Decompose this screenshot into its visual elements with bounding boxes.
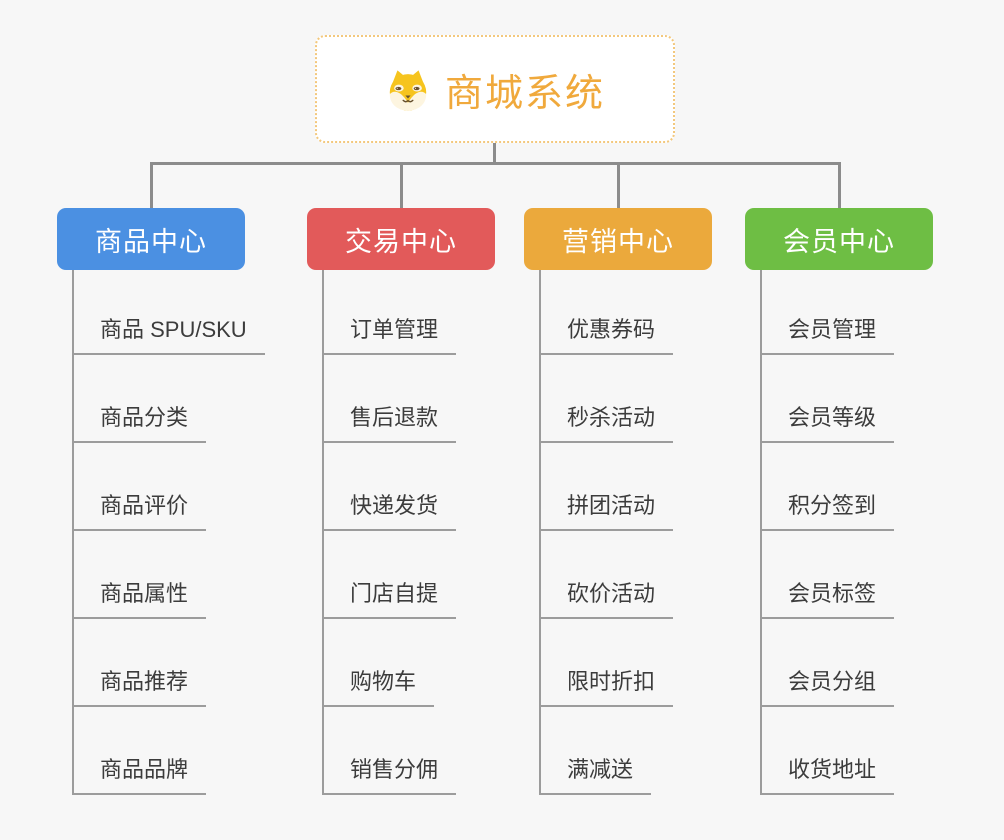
branch-leaves-3: 优惠券码秒杀活动拼团活动砍价活动限时折扣满减送 [539, 270, 674, 795]
leaf-node-label[interactable]: 商品属性 [72, 576, 207, 619]
leaf-node-label[interactable]: 会员分组 [760, 664, 895, 707]
branch-leaves-2: 订单管理售后退款快递发货门店自提购物车销售分佣 [322, 270, 457, 795]
leaf-node-label[interactable]: 收货地址 [760, 752, 895, 795]
connector-root-stub [493, 143, 496, 162]
leaf-node: 售后退款 [322, 355, 457, 443]
leaf-node: 满减送 [539, 707, 673, 795]
shiba-dog-icon [389, 69, 427, 111]
leaf-node-label[interactable]: 积分签到 [760, 488, 895, 531]
leaf-node-label[interactable]: 销售分佣 [322, 752, 457, 795]
leaf-node-label[interactable]: 拼团活动 [539, 488, 674, 531]
leaf-node-label[interactable]: 会员等级 [760, 400, 895, 443]
leaf-node-label[interactable]: 商品 SPU/SKU [72, 312, 265, 355]
leaf-node: 门店自提 [322, 531, 457, 619]
branch-header-4[interactable]: 会员中心 [745, 208, 933, 270]
leaf-node: 积分签到 [760, 443, 895, 531]
branch-header-1[interactable]: 商品中心 [57, 208, 245, 270]
leaf-node: 优惠券码 [539, 270, 674, 355]
leaf-node-label[interactable]: 售后退款 [322, 400, 457, 443]
leaf-node-label[interactable]: 限时折扣 [539, 664, 674, 707]
leaf-node: 砍价活动 [539, 531, 674, 619]
leaf-node: 会员管理 [760, 270, 895, 355]
leaf-node-label[interactable]: 购物车 [322, 664, 435, 707]
connector-branch-stub [150, 162, 153, 208]
leaf-node-label[interactable]: 砍价活动 [539, 576, 674, 619]
leaf-node: 快递发货 [322, 443, 457, 531]
connector-horizontal-spine [150, 162, 841, 165]
leaf-node: 购物车 [322, 619, 456, 707]
leaf-node-label[interactable]: 商品评价 [72, 488, 207, 531]
leaf-node: 商品分类 [72, 355, 265, 443]
leaf-node-label[interactable]: 满减送 [539, 752, 652, 795]
leaf-node-label[interactable]: 会员标签 [760, 576, 895, 619]
leaf-node: 秒杀活动 [539, 355, 674, 443]
branch-header-3[interactable]: 营销中心 [524, 208, 712, 270]
leaf-node: 会员等级 [760, 355, 895, 443]
leaf-node-label[interactable]: 会员管理 [760, 312, 895, 355]
leaf-node: 商品品牌 [72, 707, 265, 795]
branch-leaves-4: 会员管理会员等级积分签到会员标签会员分组收货地址 [760, 270, 895, 795]
leaf-node: 订单管理 [322, 270, 457, 355]
leaf-node: 收货地址 [760, 707, 895, 795]
leaf-node: 限时折扣 [539, 619, 674, 707]
leaf-node: 商品属性 [72, 531, 265, 619]
leaf-node-label[interactable]: 商品品牌 [72, 752, 207, 795]
leaf-node-label[interactable]: 商品推荐 [72, 664, 207, 707]
connector-branch-stub [838, 162, 841, 208]
leaf-node: 拼团活动 [539, 443, 674, 531]
leaf-node-label[interactable]: 秒杀活动 [539, 400, 674, 443]
connector-branch-stub [617, 162, 620, 208]
leaf-node-label[interactable]: 快递发货 [322, 488, 457, 531]
leaf-node-label[interactable]: 订单管理 [322, 312, 457, 355]
connector-branch-stub [400, 162, 403, 208]
leaf-node: 会员分组 [760, 619, 895, 707]
branch-leaves-1: 商品 SPU/SKU 商品分类商品评价商品属性商品推荐商品品牌 [72, 270, 265, 795]
branch-header-2[interactable]: 交易中心 [307, 208, 495, 270]
leaf-node-label[interactable]: 门店自提 [322, 576, 457, 619]
leaf-node: 商品评价 [72, 443, 265, 531]
leaf-node: 商品 SPU/SKU [72, 270, 265, 355]
leaf-node: 会员标签 [760, 531, 895, 619]
leaf-node: 商品推荐 [72, 619, 265, 707]
leaf-node: 销售分佣 [322, 707, 457, 795]
leaf-node-label[interactable]: 优惠券码 [539, 312, 674, 355]
leaf-node-label[interactable]: 商品分类 [72, 400, 207, 443]
root-title: 商城系统 [444, 72, 605, 115]
root-node[interactable]: 商城系统 [315, 35, 675, 143]
